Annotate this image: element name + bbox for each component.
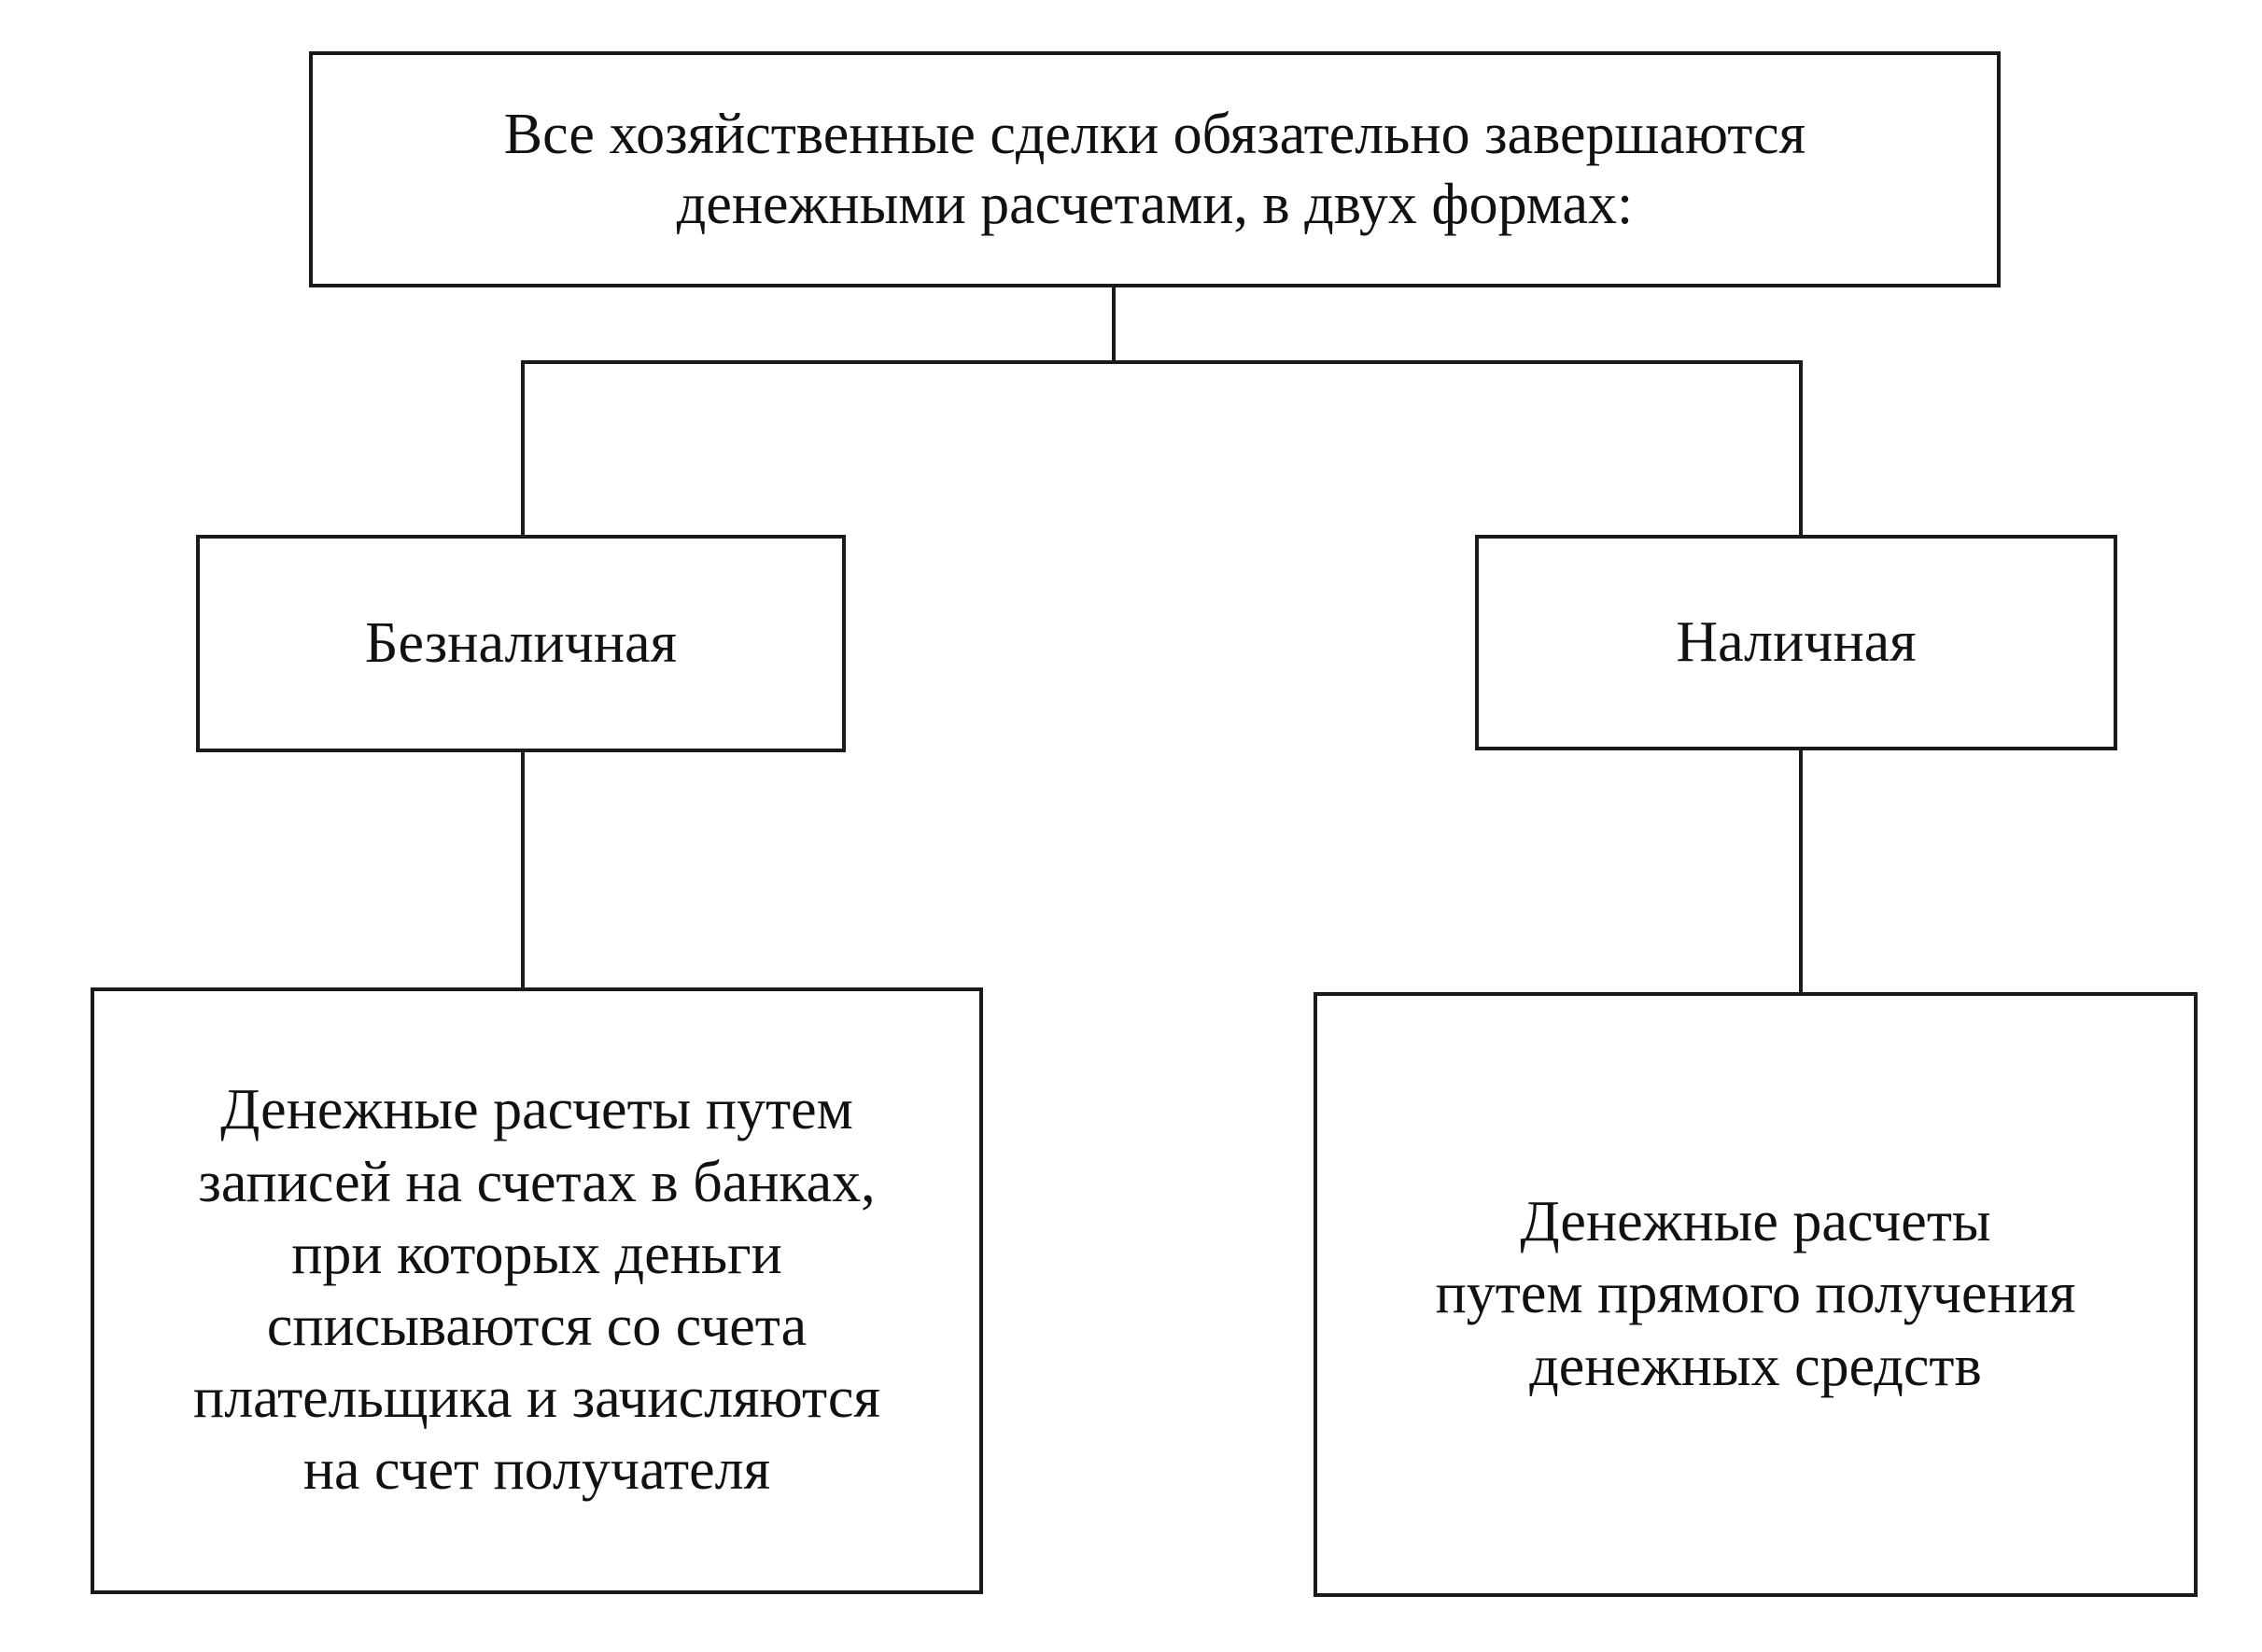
description-box-cashless: Денежные расчеты путем записей на счетах… <box>91 987 983 1594</box>
root-box: Все хозяйственные сделки обязательно зав… <box>309 51 2001 287</box>
branch-box-cashless: Безналичная <box>196 535 846 752</box>
description-text-cashless: Денежные расчеты путем записей на счетах… <box>193 1078 880 1503</box>
root-text: Все хозяйственные сделки обязательно зав… <box>503 103 1806 236</box>
description-text-cash: Денежные расчеты путем прямого получения… <box>1435 1189 2076 1398</box>
description-box-cash: Денежные расчеты путем прямого получения… <box>1314 992 2198 1597</box>
branch-box-cash: Наличная <box>1475 535 2117 750</box>
branch-title-cash: Наличная <box>1676 610 1917 675</box>
branch-title-cashless: Безналичная <box>364 611 678 676</box>
